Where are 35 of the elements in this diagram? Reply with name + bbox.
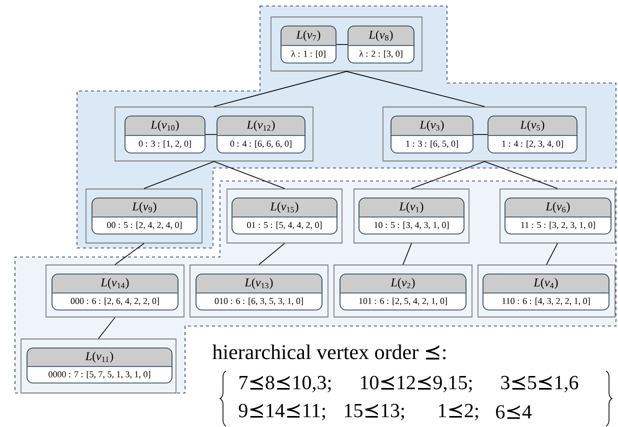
label-box: L(v$_{11}$) 0000 : 7 : [5, 7, 5, 1, 3, 1, 0] bbox=[26, 348, 172, 384]
label-box: L(v$_{15}$) 01 : 5 : [5, 4, 4, 2, 0] bbox=[232, 198, 338, 234]
order-relation: 9⪯14⪯11; bbox=[238, 404, 325, 420]
order-relation: 15⪯13; bbox=[344, 404, 404, 420]
connector-line bbox=[98, 317, 116, 339]
connector-line bbox=[336, 44, 348, 45]
heading: hierarchical vertex order ⪯: bbox=[212, 344, 446, 360]
label-box: L(v$_{2}$) 101 : 6 : [2, 5, 4, 2, 1, 0] bbox=[340, 274, 466, 310]
connector-line bbox=[346, 71, 485, 107]
label-box: L(v$_{12}$) 0 : 4 : [6, 6, 6, 0] bbox=[216, 116, 306, 154]
connector-line bbox=[473, 134, 488, 135]
order-relation: 10⪯12⪯9,15; bbox=[360, 376, 472, 392]
connector-line bbox=[205, 134, 217, 135]
label-box: L(v$_{8}$) λ : 2 : [3, 0] bbox=[348, 26, 414, 64]
label-box: L(v$_{7}$) λ : 1 : [0] bbox=[280, 26, 336, 64]
label-box: L(v$_{4}$) 110 : 6 : [4, 3, 2, 2, 1, 0] bbox=[482, 274, 610, 310]
label-box: L(v$_{5}$) 1 : 4 : [2, 3, 4, 0] bbox=[488, 116, 578, 154]
connector-line bbox=[258, 243, 285, 265]
label-box: L(v$_{9}$) 00 : 5 : [2, 4, 2, 4, 0] bbox=[92, 198, 198, 234]
label-box: L(v$_{3}$) 1 : 3 : [6, 5, 0] bbox=[390, 116, 474, 154]
connector-line bbox=[214, 161, 285, 189]
label-box: L(v$_{10}$) 0 : 3 : [1, 2, 0] bbox=[124, 116, 206, 154]
order-relation: 7⪯8⪯10,3; bbox=[240, 376, 331, 392]
connector-line bbox=[144, 161, 214, 189]
connector-line bbox=[546, 243, 558, 265]
label-box: L(v$_{6}$) 11 : 5 : [3, 2, 3, 1, 0] bbox=[504, 198, 612, 234]
label-box: L(v$_{14}$) 000 : 6 : [2, 6, 4, 2, 2, 0] bbox=[52, 274, 178, 310]
label-box: L(v$_{13}$) 010 : 6 : [6, 3, 5, 3, 1, 0] bbox=[196, 274, 322, 310]
order-relation: 3⪯5⪯1,6 bbox=[501, 376, 578, 392]
connector-line bbox=[411, 161, 485, 189]
connector-line bbox=[484, 161, 558, 189]
order-relation: 6⪯4 bbox=[496, 405, 532, 419]
order-relation: 1⪯2; bbox=[438, 404, 478, 420]
connector-line bbox=[402, 243, 412, 265]
label-box: L(v$_{1}$) 10 : 5 : [3, 4, 3, 1, 0] bbox=[358, 198, 464, 234]
